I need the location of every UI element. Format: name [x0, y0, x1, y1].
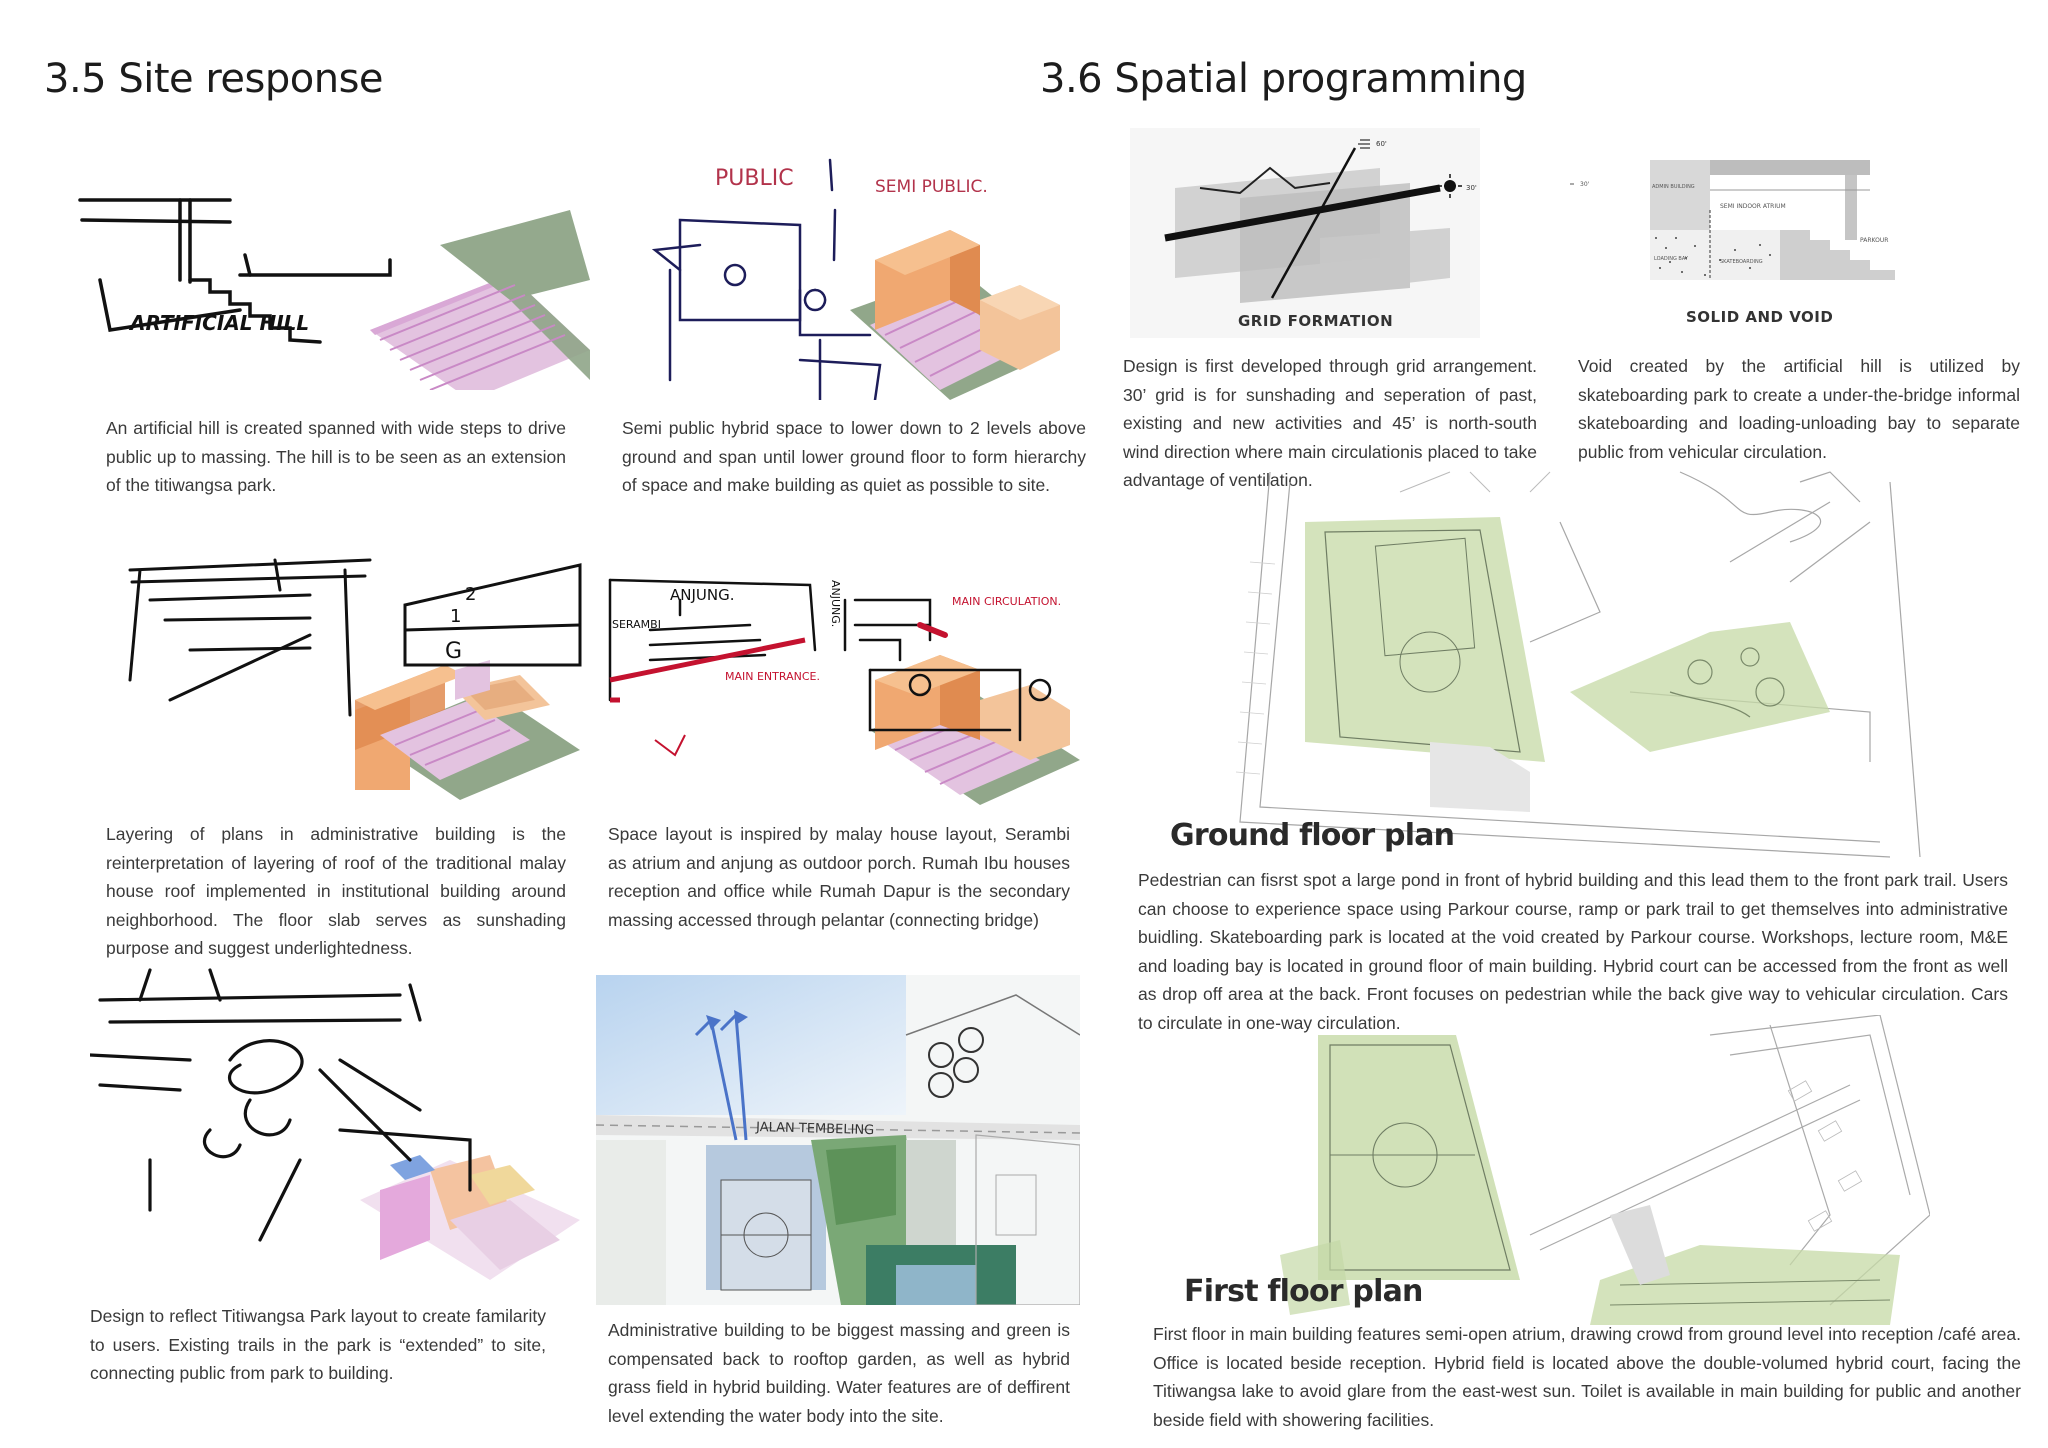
first-floor-plan-text: First floor in main building features se…: [1153, 1324, 2021, 1430]
sketch-label-anjung: ANJUNG.: [670, 586, 735, 604]
solid-label-loading: LOADING BAY: [1654, 256, 1689, 262]
solid-and-void-caption: SOLID AND VOID: [1686, 308, 1834, 326]
grid-formation-text: Design is first developed through grid a…: [1123, 356, 1537, 490]
road-label-jalan-tembeling: JALAN TEMBELING: [755, 1120, 875, 1138]
park-layout-sketch: [90, 968, 580, 1280]
site-response-text-3: Layering of plans in administrative buil…: [106, 824, 566, 958]
sketch-label-public: PUBLIC: [715, 166, 794, 191]
malay-house-layout-sketch: ANJUNG. SERAMBI MAIN CIRCULATION. MAIN E…: [608, 578, 1080, 805]
sketch-label-main-circulation: MAIN CIRCULATION.: [952, 595, 1061, 608]
level-label-2: 2: [465, 584, 476, 605]
layering-of-plans-sketch: 2 1 G: [128, 558, 582, 800]
site-response-text-4: Space layout is inspired by malay house …: [608, 824, 1070, 930]
solid-angle-30: 30': [1580, 181, 1590, 188]
site-response-text-1: An artificial hill is created spanned wi…: [106, 418, 566, 495]
semi-public-sketch: PUBLIC SEMI PUBLIC.: [651, 158, 1060, 400]
ground-floor-plan-title: Ground floor plan: [1170, 818, 1455, 853]
grid-angle-60: 60': [1376, 140, 1387, 148]
solid-label-admin: ADMIN BUILDING: [1652, 184, 1695, 190]
site-response-text-5: Design to reflect Titiwangsa Park layout…: [90, 1306, 546, 1383]
site-response-text-6: Administrative building to be biggest ma…: [608, 1320, 1070, 1426]
sketch-label-anjung-vertical: ANJUNG.: [829, 580, 842, 627]
level-label-g: G: [445, 639, 462, 664]
artificial-hill-sketch: ARTIFICIAL HILL: [78, 198, 590, 390]
section-heading-site-response: 3.5 Site response: [44, 56, 384, 102]
ground-floor-plan-drawing: [1235, 471, 1921, 858]
solid-label-parkour: PARKOUR: [1860, 237, 1888, 244]
sketch-label-serambi: SERAMBI: [612, 618, 661, 631]
first-floor-plan-drawing: [1280, 1015, 1930, 1325]
grid-formation-caption: GRID FORMATION: [1238, 312, 1394, 330]
grid-angle-30: 30': [1466, 184, 1477, 192]
site-response-text-2: Semi public hybrid space to lower down t…: [622, 418, 1086, 495]
sketch-label-artificial-hill: ARTIFICIAL HILL: [128, 311, 309, 335]
sketch-label-main-entrance: MAIN ENTRANCE.: [725, 670, 820, 683]
solid-and-void-diagram: ADMIN BUILDING SEMI INDOOR ATRIUM PARKOU…: [1570, 160, 1895, 280]
site-plan-jalan-tembeling: JALAN TEMBELING: [596, 975, 1080, 1305]
first-floor-plan-title: First floor plan: [1184, 1274, 1423, 1309]
sketch-label-semi-public: SEMI PUBLIC.: [875, 177, 988, 197]
solid-and-void-text: Void created by the artificial hill is u…: [1578, 356, 2020, 462]
level-label-1: 1: [450, 606, 461, 627]
grid-formation-diagram: 60' 30': [1130, 128, 1480, 338]
section-heading-spatial-programming: 3.6 Spatial programming: [1040, 56, 1527, 102]
solid-label-atrium: SEMI INDOOR ATRIUM: [1720, 203, 1786, 210]
solid-label-skateboarding: SKATEBOARDING: [1720, 259, 1763, 265]
ground-floor-plan-text: Pedestrian can fisrst spot a large pond …: [1138, 870, 2008, 1033]
